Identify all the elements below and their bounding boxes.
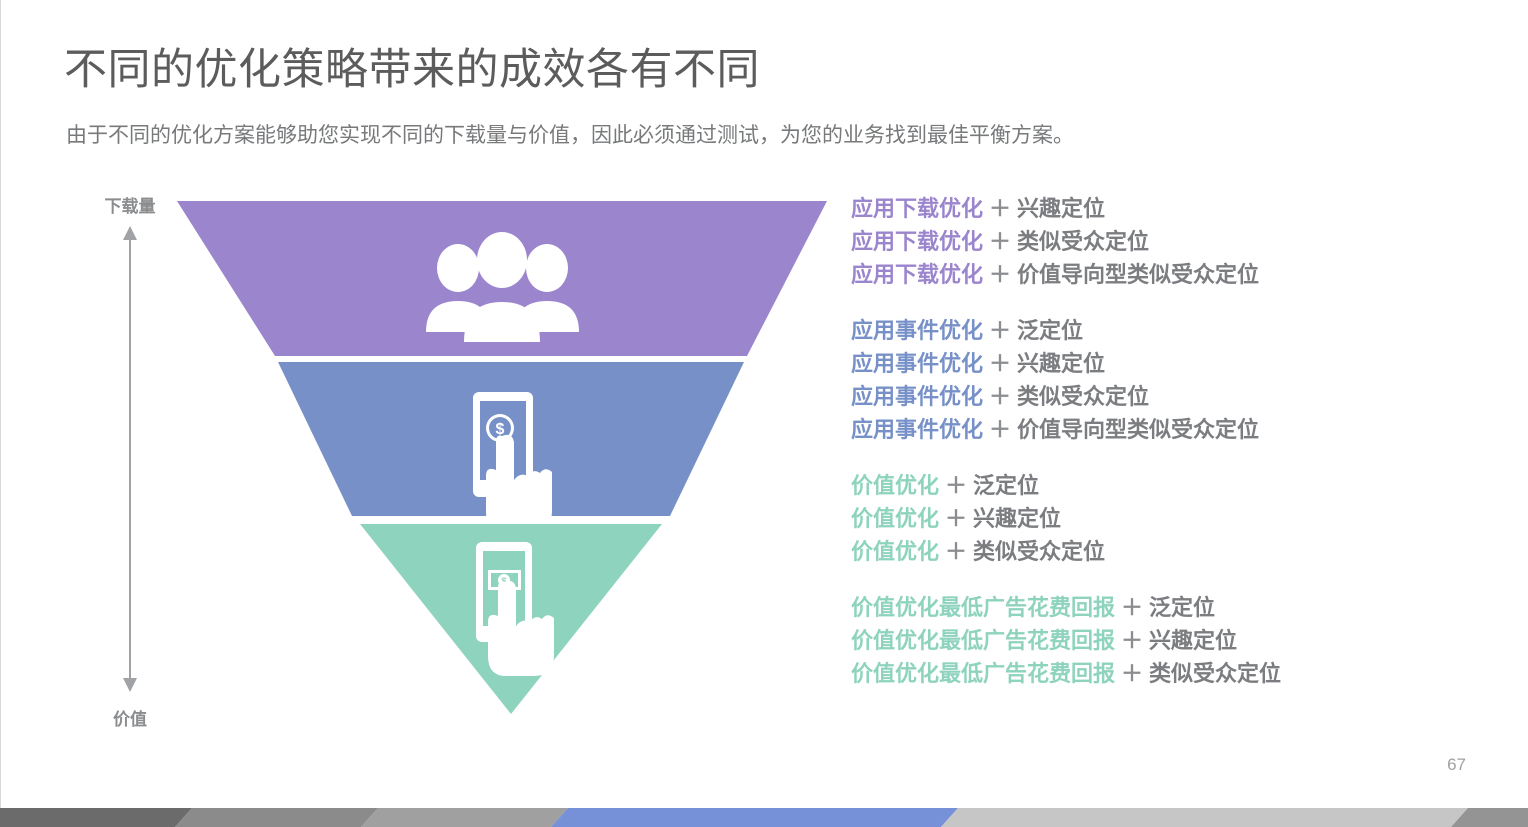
svg-text:$: $ [501, 576, 506, 586]
combo-optimization-label: 价值优化 [851, 539, 940, 564]
combo-row: 应用下载优化＋价值导向型类似受众定位 [851, 258, 1491, 291]
combo-row: 应用事件优化＋泛定位 [851, 314, 1491, 347]
combo-optimization-label: 价值优化 [851, 506, 940, 531]
combo-optimization-label: 应用事件优化 [851, 384, 984, 409]
combo-group-value-optimization: 价值优化＋泛定位价值优化＋兴趣定位价值优化＋类似受众定位 [851, 469, 1491, 568]
combo-optimization-label: 应用下载优化 [851, 196, 984, 221]
funnel-diagram: $ $ [170, 190, 850, 730]
combo-optimization-label: 价值优化最低广告花费回报 [851, 628, 1116, 653]
footer-segment-4 [551, 808, 958, 827]
combo-optimization-label: 应用下载优化 [851, 262, 984, 287]
phone-with-banknote-tap-icon: $ [476, 542, 554, 676]
plus-icon: ＋ [1121, 595, 1144, 620]
combo-row: 价值优化最低广告花费回报＋泛定位 [851, 591, 1491, 624]
footer-decorative-bar [0, 808, 1528, 827]
combo-row: 应用事件优化＋兴趣定位 [851, 347, 1491, 380]
plus-icon: ＋ [989, 384, 1012, 409]
plus-icon: ＋ [989, 196, 1012, 221]
plus-icon: ＋ [945, 473, 968, 498]
svg-text:$: $ [496, 421, 505, 438]
plus-icon: ＋ [945, 506, 968, 531]
combo-targeting-label: 兴趣定位 [1017, 351, 1106, 376]
footer-segment-1 [0, 808, 192, 827]
page-subtitle: 由于不同的优化方案能够助您实现不同的下载量与价值，因此必须通过测试，为您的业务找… [66, 124, 1074, 147]
combo-targeting-label: 类似受众定位 [1017, 384, 1150, 409]
combo-optimization-label: 应用事件优化 [851, 318, 984, 343]
combo-row: 应用事件优化＋类似受众定位 [851, 380, 1491, 413]
combo-targeting-label: 泛定位 [1149, 595, 1216, 620]
combo-row: 应用事件优化＋价值导向型类似受众定位 [851, 413, 1491, 446]
footer-segment-2 [175, 808, 378, 827]
combo-targeting-label: 价值导向型类似受众定位 [1017, 262, 1260, 287]
plus-icon: ＋ [1121, 628, 1144, 653]
page-number: 67 [1447, 755, 1466, 774]
combo-row: 价值优化最低广告花费回报＋兴趣定位 [851, 624, 1491, 657]
combo-optimization-label: 价值优化最低广告花费回报 [851, 595, 1116, 620]
slide-left-border [0, 0, 1, 812]
combo-row: 价值优化＋类似受众定位 [851, 535, 1491, 568]
combo-optimization-label: 价值优化最低广告花费回报 [851, 661, 1116, 686]
optimization-combination-list: 应用下载优化＋兴趣定位应用下载优化＋类似受众定位应用下载优化＋价值导向型类似受众… [851, 192, 1491, 690]
combo-targeting-label: 兴趣定位 [1017, 196, 1106, 221]
footer-segment-3 [361, 808, 568, 827]
combo-optimization-label: 应用下载优化 [851, 229, 984, 254]
combo-targeting-label: 价值导向型类似受众定位 [1017, 417, 1260, 442]
combo-optimization-label: 应用事件优化 [851, 417, 984, 442]
combo-targeting-label: 类似受众定位 [1017, 229, 1150, 254]
combo-optimization-label: 应用事件优化 [851, 351, 984, 376]
combo-row: 应用下载优化＋兴趣定位 [851, 192, 1491, 225]
combo-targeting-label: 泛定位 [973, 473, 1040, 498]
plus-icon: ＋ [989, 262, 1012, 287]
combo-row: 价值优化最低广告花费回报＋类似受众定位 [851, 657, 1491, 690]
plus-icon: ＋ [1121, 661, 1144, 686]
combo-row: 价值优化＋兴趣定位 [851, 502, 1491, 535]
combo-targeting-label: 类似受众定位 [973, 539, 1106, 564]
plus-icon: ＋ [945, 539, 968, 564]
axis-label-top: 下载量 [104, 197, 156, 216]
funnel-segment-app-installs [177, 201, 827, 356]
axis-label-bottom: 价值 [113, 710, 147, 729]
footer-segment-6 [1451, 808, 1528, 827]
combo-group-app-install-optimization: 应用下载优化＋兴趣定位应用下载优化＋类似受众定位应用下载优化＋价值导向型类似受众… [851, 192, 1491, 291]
plus-icon: ＋ [989, 229, 1012, 254]
combo-group-app-event-optimization: 应用事件优化＋泛定位应用事件优化＋兴趣定位应用事件优化＋类似受众定位应用事件优化… [851, 314, 1491, 446]
combo-targeting-label: 泛定位 [1017, 318, 1084, 343]
funnel-segment-app-events: $ [278, 362, 744, 532]
funnel-axis: 下载量 价值 [70, 190, 190, 730]
plus-icon: ＋ [989, 351, 1012, 376]
combo-group-value-optimization-min-roas: 价值优化最低广告花费回报＋泛定位价值优化最低广告花费回报＋兴趣定位价值优化最低广… [851, 591, 1491, 690]
combo-targeting-label: 兴趣定位 [1149, 628, 1238, 653]
combo-row: 价值优化＋泛定位 [851, 469, 1491, 502]
combo-optimization-label: 价值优化 [851, 473, 940, 498]
plus-icon: ＋ [989, 417, 1012, 442]
double-arrow-vertical-icon [70, 226, 190, 692]
plus-icon: ＋ [989, 318, 1012, 343]
group-of-people-icon [426, 232, 579, 342]
combo-row: 应用下载优化＋类似受众定位 [851, 225, 1491, 258]
funnel-segment-value: $ [360, 524, 662, 714]
phone-with-coin-tap-icon: $ [473, 392, 552, 532]
page-title: 不同的优化策略带来的成效各有不同 [64, 46, 760, 94]
combo-targeting-label: 类似受众定位 [1149, 661, 1282, 686]
combo-targeting-label: 兴趣定位 [973, 506, 1062, 531]
footer-segment-5 [941, 808, 1468, 827]
